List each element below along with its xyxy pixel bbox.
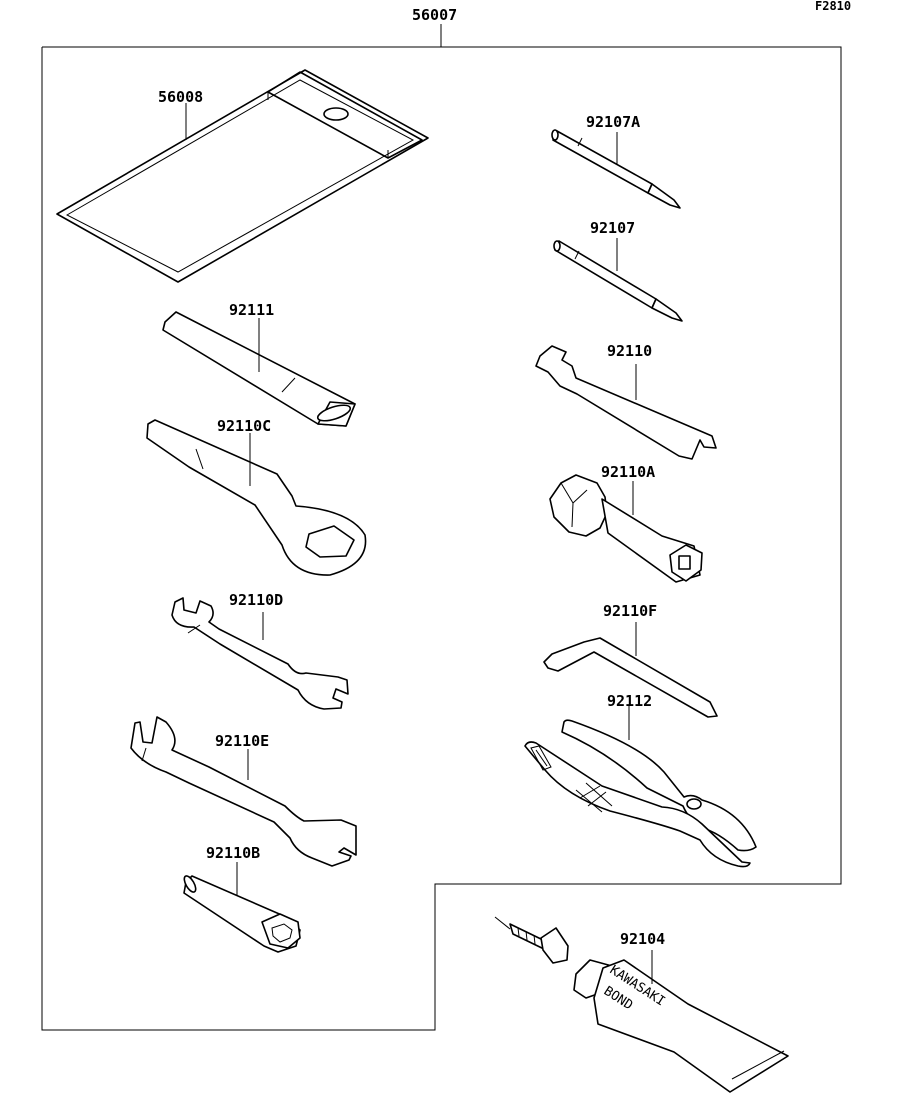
hex-key bbox=[543, 622, 718, 718]
box-end-wrench bbox=[146, 419, 367, 576]
open-end-wrench-large bbox=[130, 716, 357, 867]
part-label-case: 56008 bbox=[158, 88, 203, 106]
part-label-bar-handle: 92111 bbox=[229, 301, 274, 319]
part-label-driver-a: 92107A bbox=[586, 113, 640, 131]
figure-code: F2810 bbox=[815, 0, 851, 13]
assembly-label: 56007 bbox=[412, 6, 457, 24]
part-label-open-wrench-large: 92110E bbox=[215, 732, 269, 750]
screwdriver-bit bbox=[553, 238, 683, 322]
kit-boundary bbox=[41, 46, 842, 1031]
part-label-hex-key: 92110F bbox=[603, 602, 657, 620]
bond-tube: KAWASAKI BOND bbox=[494, 916, 789, 1093]
spanner bbox=[535, 345, 717, 460]
pliers bbox=[524, 706, 757, 868]
bar-handle bbox=[162, 311, 356, 427]
tool-case bbox=[56, 69, 429, 283]
part-label-spanner: 92110 bbox=[607, 342, 652, 360]
part-label-socket: 92110B bbox=[206, 844, 260, 862]
socket-wrench bbox=[183, 862, 301, 953]
part-label-open-wrench-small: 92110D bbox=[229, 591, 283, 609]
open-end-wrench-small bbox=[171, 597, 349, 710]
part-label-driver: 92107 bbox=[590, 219, 635, 237]
part-label-bond-tube: 92104 bbox=[620, 930, 665, 948]
part-label-box-wrench: 92110C bbox=[217, 417, 271, 435]
screwdriver-bit-a bbox=[551, 129, 681, 209]
part-label-pliers: 92112 bbox=[607, 692, 652, 710]
plug-socket bbox=[549, 474, 703, 583]
part-label-plug-socket: 92110A bbox=[601, 463, 655, 481]
